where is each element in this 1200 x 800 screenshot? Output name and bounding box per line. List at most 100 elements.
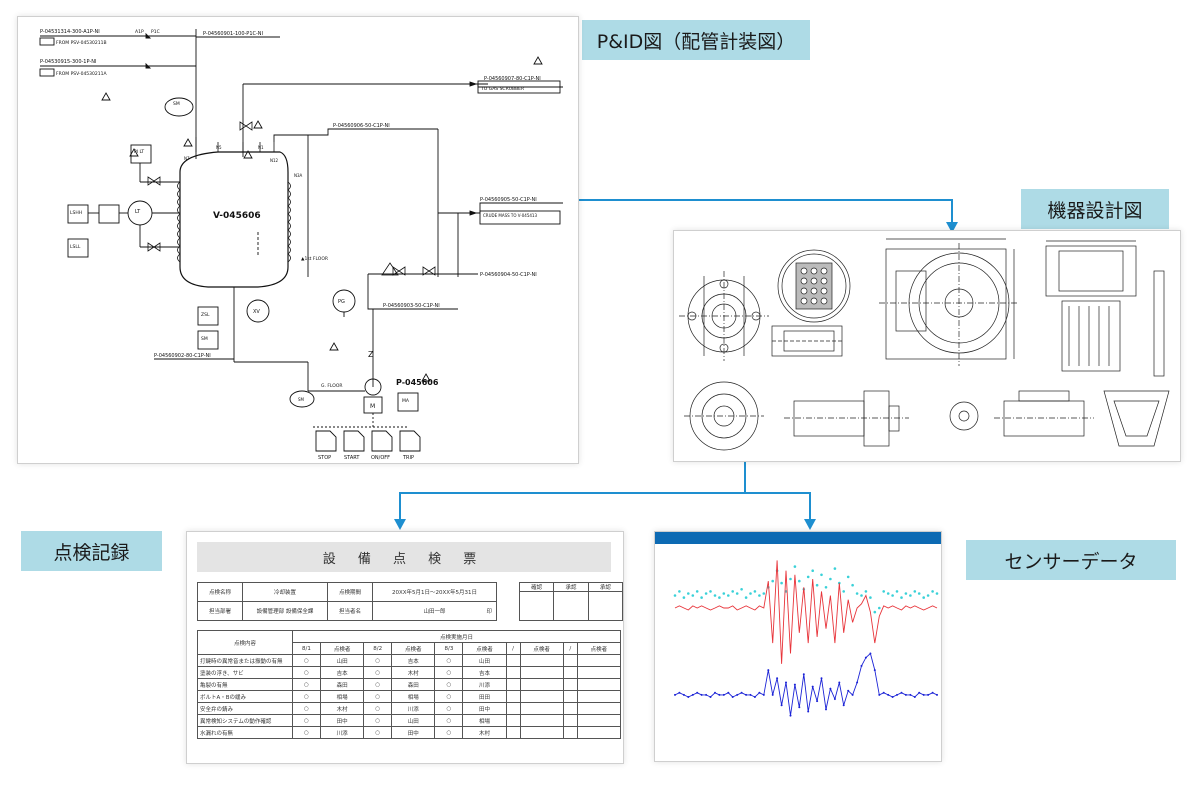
row-cell: [505, 726, 521, 739]
row-cell: 相場: [319, 690, 365, 703]
row-cell: 吉本: [391, 654, 436, 667]
series-2-point-43: [864, 656, 867, 659]
vessel-tag: V-045606: [213, 211, 261, 221]
row-cell: ○: [363, 666, 393, 679]
table-row: 亀裂の有無 ○ 森田 ○ 森田 ○ 川添: [197, 678, 622, 691]
series-0-point-2: [682, 596, 686, 599]
row-cell: ○: [292, 714, 321, 727]
series-0-point-41: [855, 592, 859, 595]
series-2-point-56: [922, 693, 925, 696]
series-2-point-32: [816, 700, 819, 703]
series-2-point-58: [931, 691, 934, 694]
series-2-point-1: [678, 691, 681, 694]
series-2-point-40: [851, 693, 854, 696]
series-2-point-28: [798, 706, 801, 709]
series-2-point-53: [909, 693, 912, 696]
pid-lt: LT: [135, 209, 141, 215]
row-cell: ○: [363, 702, 393, 715]
series-2-point-44: [869, 652, 872, 655]
series-2-point-31: [811, 685, 814, 688]
series-0-point-48: [886, 592, 890, 595]
series-0-point-38: [842, 590, 845, 593]
pid-line-902: P-04560902-80-C1P-NI: [154, 353, 211, 359]
approval-table: 確認 承認 承認: [518, 582, 624, 621]
series-0-point-35: [829, 577, 832, 581]
series-0-point-58: [931, 590, 934, 593]
series-2-line: [674, 652, 938, 716]
series-0-point-57: [926, 594, 930, 597]
series-0-point-44: [869, 596, 872, 599]
row-cell: ○: [292, 654, 321, 667]
row-cell: ○: [434, 666, 464, 679]
series-2-point-2: [682, 693, 685, 696]
series-0-point-39: [846, 575, 850, 579]
inspection-table: 点検内容 点検実施月日 8/1 点検者 8/2 点検者 8/3 点検者 / 点検…: [197, 630, 622, 739]
row-cell: 川添: [391, 702, 436, 715]
pid-sm: SM: [298, 397, 305, 402]
series-0-point-19: [758, 594, 761, 597]
pid-a1p: A1P: [135, 29, 144, 35]
series-0-point-56: [922, 596, 925, 599]
row-cell: [505, 678, 521, 691]
series-0-point-8: [709, 590, 712, 593]
series-0-point-30: [806, 575, 810, 579]
series-2-point-36: [833, 698, 836, 700]
series-2-point-19: [758, 691, 761, 694]
header-item: 点検内容: [197, 630, 293, 655]
series-2-point-0: [674, 693, 676, 696]
row-cell: 森田: [319, 678, 365, 691]
row-cell: [576, 726, 622, 739]
series-2-point-11: [722, 693, 725, 696]
header-group: 点検実施月日: [292, 630, 621, 643]
row-item: 水漏れの有無: [197, 726, 293, 739]
row-cell: ○: [434, 714, 464, 727]
sub-inspector-4: 点検者: [519, 642, 564, 655]
series-2-point-9: [714, 691, 716, 694]
row-cell: 田田: [462, 690, 507, 703]
series-2-point-20: [762, 693, 765, 696]
inspection-sheet: 設 備 点 検 票 点検名称 冷却装置 点検期間 20XX年5月1日～20XX年…: [186, 531, 624, 764]
row-cell: 山田: [319, 654, 365, 667]
series-0-point-32: [815, 583, 819, 587]
series-0-point-12: [727, 594, 730, 597]
row-cell: 田中: [462, 702, 507, 715]
series-2-point-27: [793, 683, 796, 686]
sensor-label: センサーデータ: [966, 540, 1176, 580]
pid-label: P&ID図（配管計装図）: [582, 20, 810, 60]
pid-line-scrubber: P-04560907-80-C1P-NI: [484, 76, 541, 82]
series-2-point-3: [687, 696, 690, 698]
series-2-point-46: [878, 693, 881, 696]
row-cell: [519, 726, 564, 739]
series-0-point-18: [753, 590, 757, 593]
table-row: 水漏れの有無 ○ 川添 ○ 田中 ○ 木村: [197, 726, 622, 739]
info-val-name: 冷却装置: [242, 582, 328, 602]
pid-zsh: ZSL: [201, 312, 210, 318]
series-0-point-33: [820, 573, 823, 577]
row-item: ボルトA・Bの緩み: [197, 690, 293, 703]
row-cell: [519, 702, 564, 715]
series-0-point-34: [824, 586, 828, 589]
row-cell: [576, 678, 622, 691]
series-0-point-22: [771, 579, 774, 583]
series-2-point-23: [776, 677, 779, 680]
pid-pump-tag: P-045606: [396, 378, 439, 387]
row-cell: [576, 654, 622, 667]
info-key-person: 担当者名: [327, 601, 373, 621]
pid-line-1: P-04531314-300-A1P-NI: [40, 29, 100, 35]
warning-icons: [101, 56, 543, 382]
pid-ma: MA: [402, 398, 410, 404]
row-cell: ○: [292, 702, 321, 715]
row-cell: [576, 666, 622, 679]
row-cell: [519, 678, 564, 691]
row-cell: 相場: [391, 690, 436, 703]
pid-btn-trip: TRIP: [402, 455, 414, 461]
series-2-point-15: [740, 691, 743, 694]
sub-date-1: 8/1: [292, 642, 321, 655]
pid-g-floor: G. FLOOR: [321, 383, 343, 389]
pid-motor: M: [370, 403, 375, 410]
row-cell: [562, 690, 578, 703]
series-0-point-43: [864, 590, 868, 593]
info-key-dept: 担当部署: [197, 601, 243, 621]
row-cell: [505, 666, 521, 679]
sensor-data-panel: [654, 531, 942, 762]
